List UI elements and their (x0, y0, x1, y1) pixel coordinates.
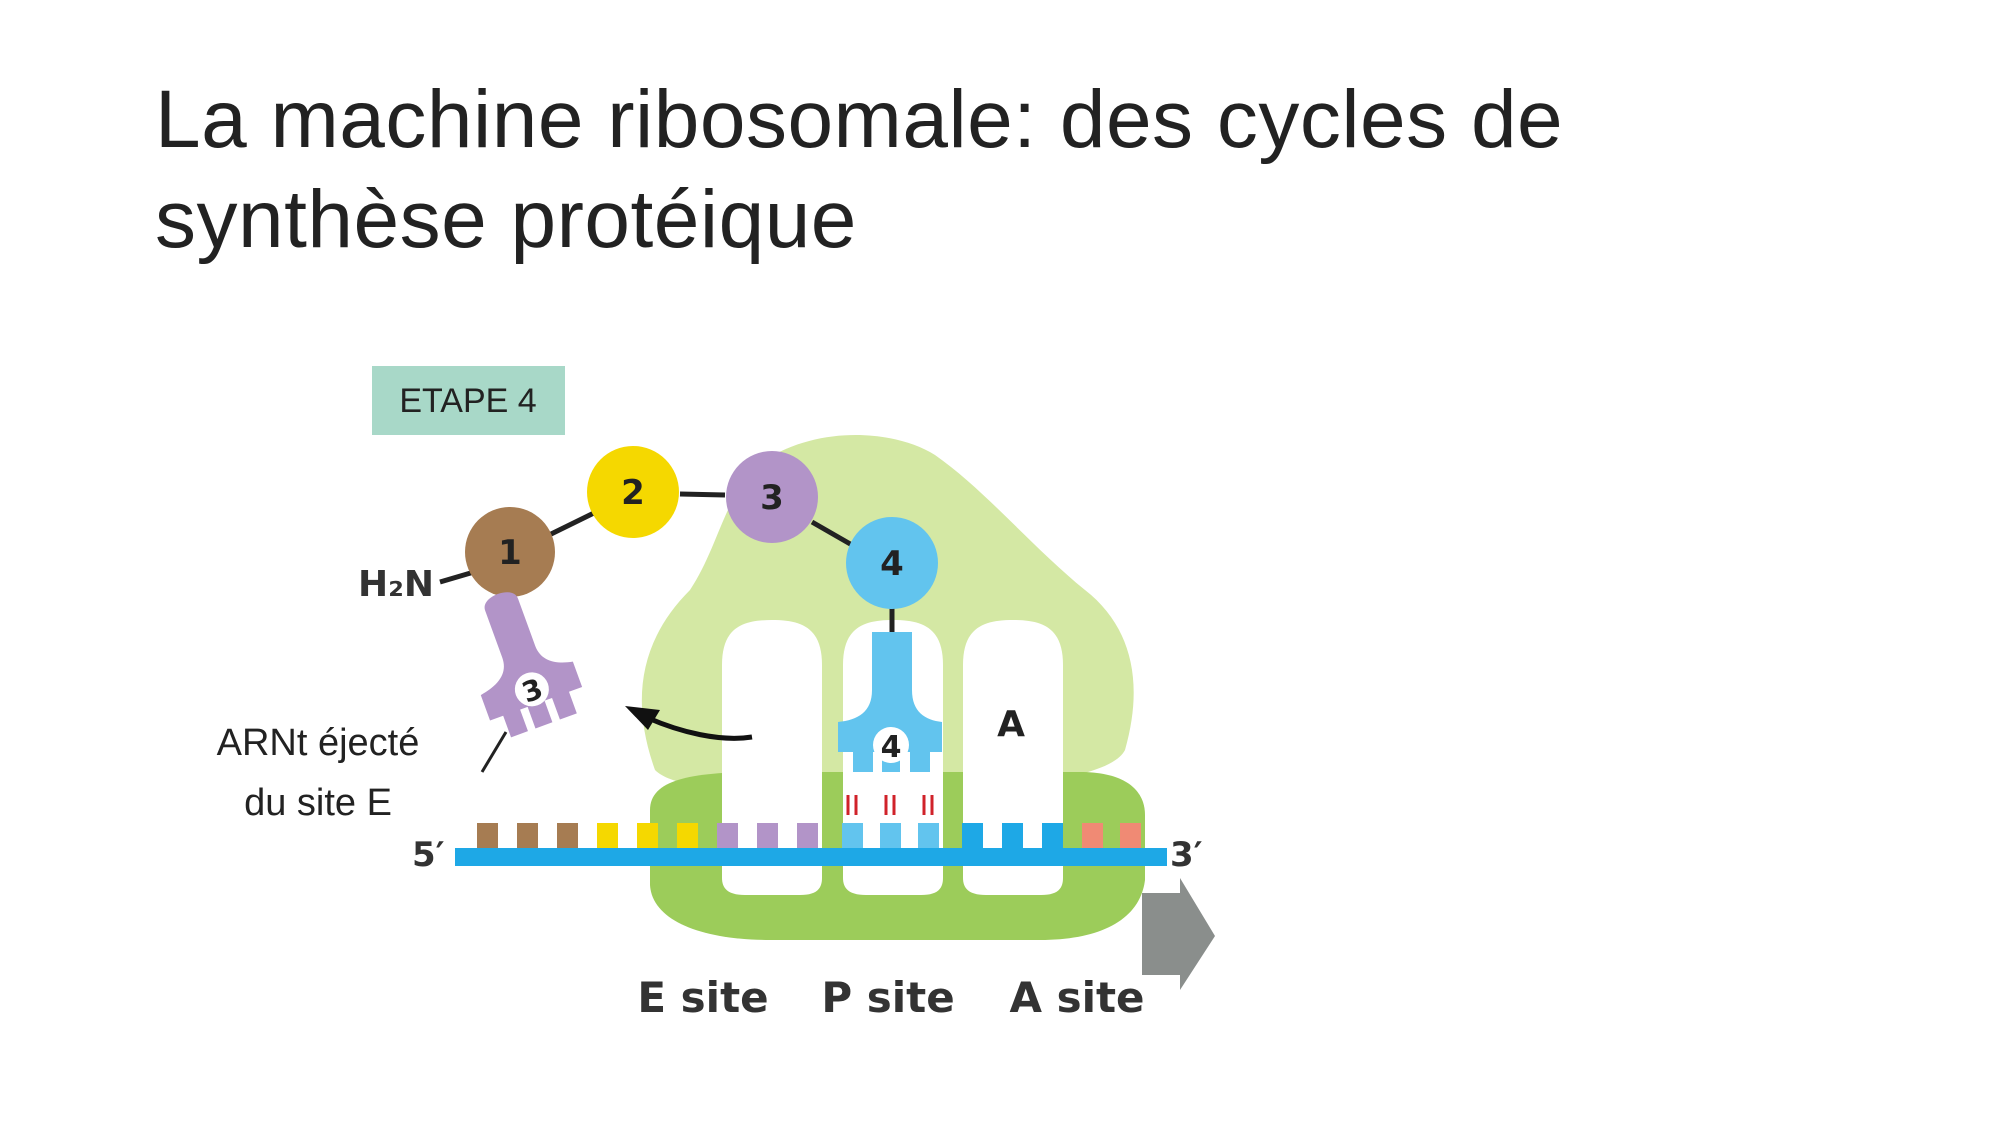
p-site-trna-label-bg (873, 727, 909, 763)
bond-3-4 (810, 519, 854, 548)
amino-acid-2-bead (587, 446, 679, 538)
amino-acid-2-label: 2 (621, 473, 645, 513)
amino-acid-1-label: 1 (498, 533, 522, 573)
ejected-trna-label-bg (514, 672, 549, 707)
mrna-3prime-label: 3′ (1170, 835, 1203, 875)
base-pair-lines (846, 795, 934, 815)
caption-pointer-line (480, 731, 508, 773)
a-site-letter: A (997, 704, 1025, 745)
peptide-bonds (439, 491, 895, 632)
ejected-trna: 3 (480, 592, 583, 738)
amino-acid-4-label: 4 (880, 544, 904, 584)
mrna-strand (455, 823, 1167, 866)
amino-acid-1: 1 (465, 507, 555, 597)
ejected-caption-line-2: du site E (244, 782, 392, 824)
mrna-backbone (455, 848, 1167, 866)
slide-title: La machine ribosomale: des cycles de syn… (155, 70, 1855, 270)
title-line-2: synthèse protéique (155, 174, 857, 265)
amino-acid-1-bead (465, 507, 555, 597)
e-site-label: E site (637, 973, 768, 1022)
amino-acid-3: 3 (726, 451, 818, 543)
title-line-1: La machine ribosomale: des cycles de (155, 74, 1564, 165)
p-site-trna-body (838, 632, 942, 772)
step-badge: ETAPE 4 (372, 366, 565, 435)
p-site-trna: 4 (838, 632, 942, 772)
ejected-trna-body (480, 592, 583, 738)
a-site-tunnel (963, 620, 1063, 895)
amino-acid-4-bead (846, 517, 938, 609)
translocation-direction-arrow (1142, 878, 1215, 990)
step-badge-label: ETAPE 4 (399, 382, 536, 420)
mrna-5prime-label: 5′ (412, 835, 445, 875)
step-badge-bg (372, 366, 565, 435)
amino-group-label: H₂N (358, 564, 434, 605)
amino-acid-3-bead (726, 451, 818, 543)
p-site-label: P site (821, 973, 954, 1022)
bond-1-2 (543, 507, 602, 540)
bond-h2n-1 (439, 569, 475, 585)
bond-2-3 (679, 491, 726, 498)
ejection-arrow (625, 706, 753, 741)
a-site-label: A site (1009, 973, 1144, 1022)
amino-acid-3-label: 3 (760, 478, 784, 518)
amino-acid-4: 4 (846, 517, 938, 609)
p-site-trna-label: 4 (881, 730, 902, 765)
amino-acid-2: 2 (587, 446, 679, 538)
ejected-caption-line-1: ARNt éjecté (217, 722, 420, 764)
